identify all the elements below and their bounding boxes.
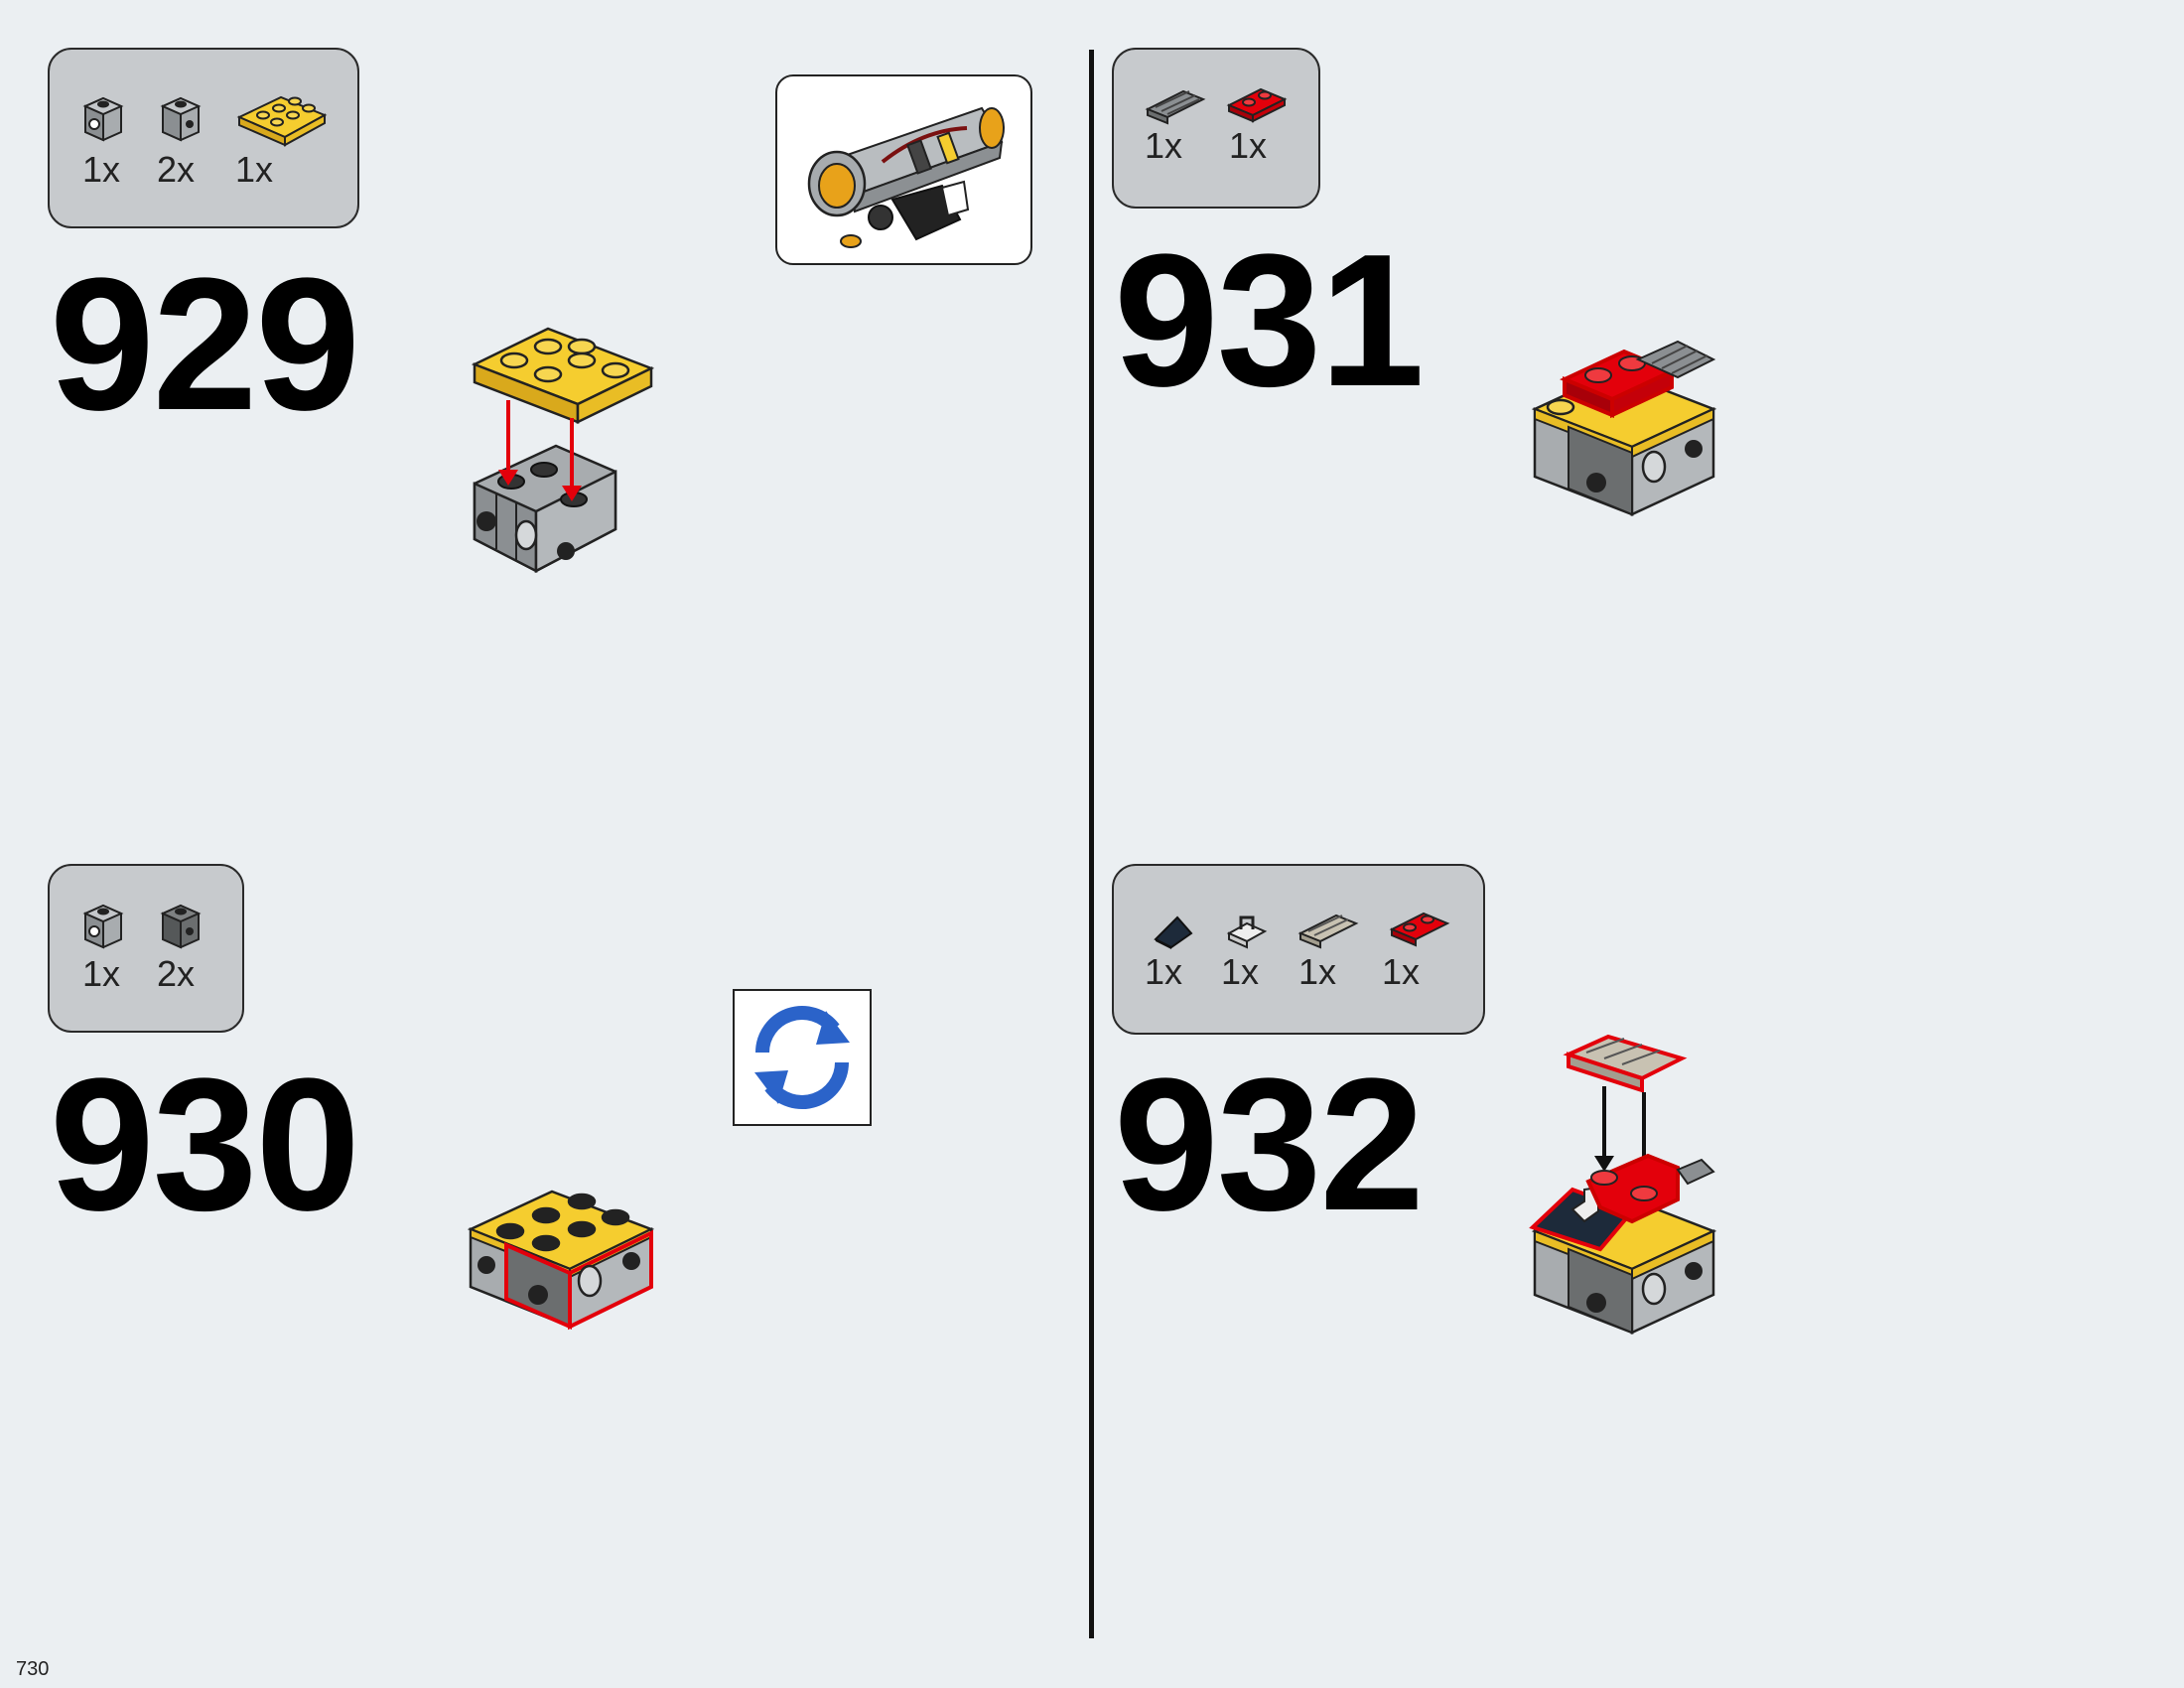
step-number-929: 929 — [50, 239, 360, 450]
step-930-assembly — [467, 1190, 655, 1331]
part-qty: 1x — [1298, 951, 1337, 992]
parts-list-step-930: 1x 2x — [48, 864, 244, 1033]
part-qty: 1x — [1145, 951, 1183, 992]
step-number-932: 932 — [1114, 1040, 1425, 1250]
step-932-assembly — [1529, 1034, 1717, 1335]
page-divider — [1089, 50, 1094, 1638]
part-qty: 1x — [82, 953, 121, 994]
page-number: 730 — [16, 1658, 50, 1680]
part-qty: 1x — [82, 149, 121, 190]
submodel-callout — [775, 74, 1032, 265]
part-qty: 1x — [1229, 125, 1268, 166]
part-qty: 2x — [157, 953, 196, 994]
part-qty: 1x — [1382, 951, 1421, 992]
part-qty: 1x — [235, 149, 274, 190]
step-929-assembly — [471, 327, 655, 574]
blaster-submodel-icon — [807, 106, 1005, 248]
step-931-assembly — [1531, 340, 1717, 516]
part-qty: 1x — [1221, 951, 1260, 992]
part-qty: 2x — [157, 149, 196, 190]
parts-list-step-932: 1x 1x 1x 1x — [1112, 864, 1485, 1035]
parts-list-step-931: 1x 1x — [1112, 48, 1320, 209]
rotate-model-icon — [733, 989, 872, 1126]
part-qty: 1x — [1145, 125, 1183, 166]
step-number-930: 930 — [50, 1040, 360, 1250]
parts-list-step-929: 1x 2x 1x — [48, 48, 359, 228]
step-number-931: 931 — [1114, 215, 1425, 426]
